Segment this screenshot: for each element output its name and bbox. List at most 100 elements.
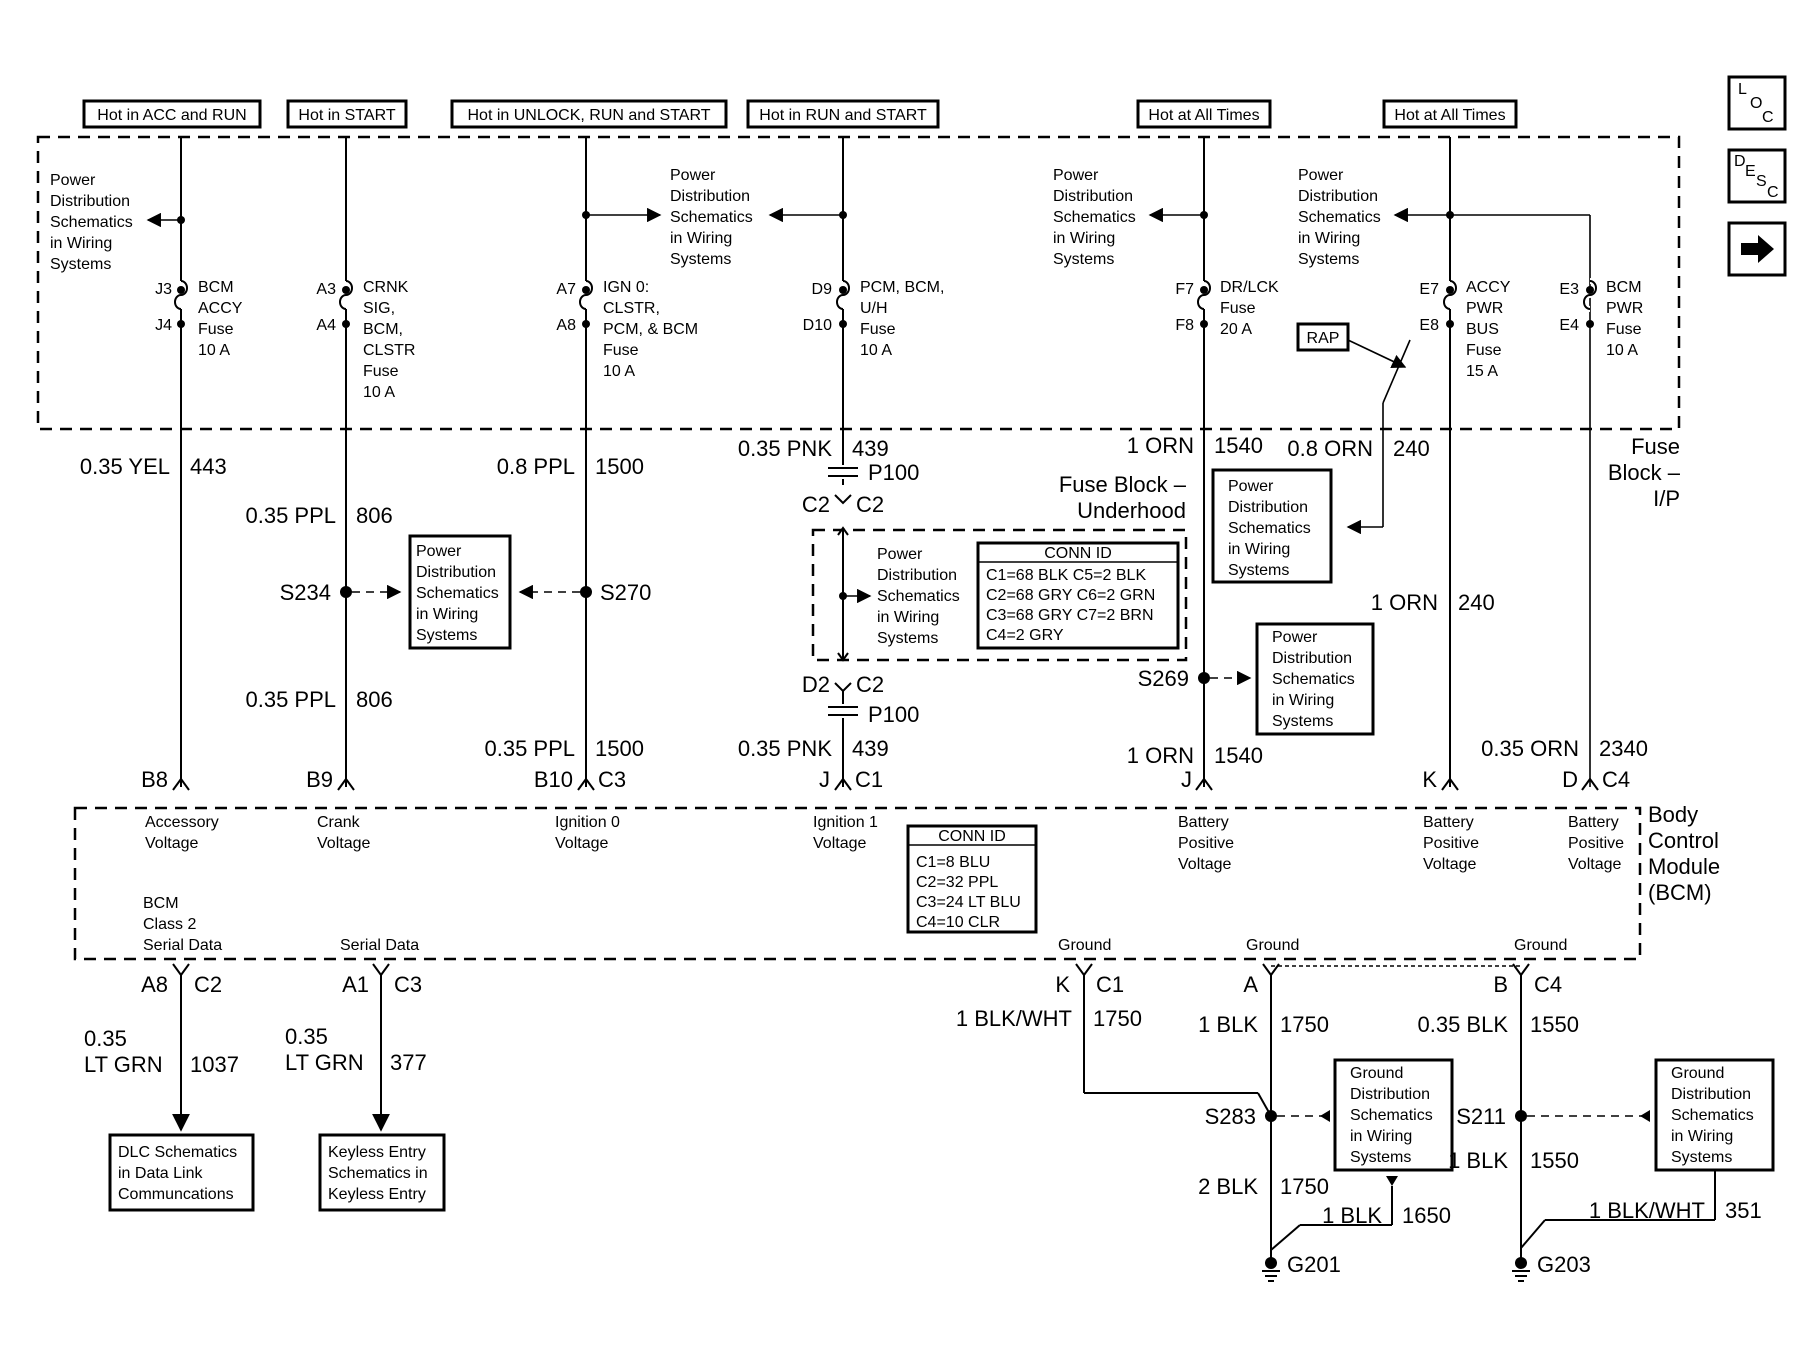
conn-id-table-underhood: CONN ID C1=68 BLK C5=2 BLK C2=68 GRY C6=… — [976, 541, 1180, 650]
svg-text:C3=24 LT BLU: C3=24 LT BLU — [916, 894, 1021, 911]
svg-text:Fuse: Fuse — [363, 363, 399, 380]
svg-text:2340: 2340 — [1599, 736, 1648, 761]
svg-text:Distribution: Distribution — [670, 188, 750, 205]
fuse-block-underhood-outline — [811, 528, 1188, 662]
keyless-entry-link-box[interactable]: Keyless Entry Schematics in Keyless Entr… — [318, 1133, 446, 1212]
loc-button[interactable]: L O C — [1727, 75, 1787, 131]
svg-text:CONN ID: CONN ID — [1044, 545, 1112, 562]
svg-text:443: 443 — [190, 454, 227, 479]
svg-text:CLSTR,: CLSTR, — [603, 300, 660, 317]
svg-text:1 ORN: 1 ORN — [1127, 433, 1194, 458]
svg-text:Crank: Crank — [317, 814, 361, 831]
svg-text:Body: Body — [1648, 802, 1698, 827]
svg-text:Ground: Ground — [1350, 1065, 1403, 1082]
dlc-link-box[interactable]: DLC Schematics in Data Link Communcation… — [108, 1133, 255, 1212]
svg-text:F8: F8 — [1175, 317, 1194, 334]
svg-text:A8: A8 — [141, 972, 168, 997]
svg-text:Distribution: Distribution — [1671, 1086, 1751, 1103]
svg-text:Ground: Ground — [1058, 937, 1111, 954]
circuit-1037: A8 C2 0.35 LT GRN 1037 — [84, 963, 239, 1132]
svg-text:1 BLK/WHT: 1 BLK/WHT — [956, 1006, 1072, 1031]
svg-text:(BCM): (BCM) — [1648, 880, 1712, 905]
conn-id-table-bcm: CONN ID C1=8 BLU C2=32 PPL C3=24 LT BLU … — [906, 824, 1038, 934]
svg-text:P100: P100 — [868, 460, 919, 485]
svg-text:Voltage: Voltage — [813, 835, 866, 852]
svg-text:B: B — [1493, 972, 1508, 997]
svg-text:in Data Link: in Data Link — [118, 1165, 203, 1182]
svg-text:439: 439 — [852, 736, 889, 761]
svg-text:in Wiring: in Wiring — [1228, 541, 1290, 558]
svg-text:C: C — [1767, 184, 1779, 201]
svg-text:J: J — [819, 767, 830, 792]
svg-text:Power: Power — [670, 167, 716, 184]
circuit-2340: E3 E4 BCM PWR Fuse 10 A 0.35 ORN 2340 — [1481, 278, 1648, 791]
svg-text:377: 377 — [390, 1050, 427, 1075]
svg-text:CONN ID: CONN ID — [938, 828, 1006, 845]
svg-text:Systems: Systems — [1671, 1149, 1732, 1166]
svg-text:1750: 1750 — [1280, 1174, 1329, 1199]
svg-text:B8: B8 — [141, 767, 168, 792]
rap-button[interactable]: RAP — [1296, 322, 1407, 368]
svg-text:P100: P100 — [868, 702, 919, 727]
splice-s270: S270 — [518, 580, 651, 605]
svg-text:0.8 PPL: 0.8 PPL — [497, 454, 575, 479]
svg-text:1 ORN: 1 ORN — [1371, 590, 1438, 615]
svg-text:BCM: BCM — [143, 895, 179, 912]
next-button[interactable] — [1727, 221, 1787, 277]
svg-text:BCM: BCM — [1606, 279, 1642, 296]
svg-text:Ignition 1: Ignition 1 — [813, 814, 878, 831]
svg-text:Schematics: Schematics — [1671, 1107, 1754, 1124]
svg-text:Systems: Systems — [1272, 713, 1333, 730]
svg-text:Block –: Block – — [1608, 460, 1681, 485]
svg-text:C4=10 CLR: C4=10 CLR — [916, 914, 1000, 931]
header-hot-at-all-times-2: Hot at All Times — [1382, 99, 1518, 129]
svg-text:LT GRN: LT GRN — [84, 1052, 163, 1077]
svg-text:Voltage: Voltage — [1178, 856, 1231, 873]
svg-text:J3: J3 — [155, 281, 172, 298]
svg-text:G201: G201 — [1287, 1252, 1341, 1277]
svg-text:Fuse: Fuse — [1466, 342, 1502, 359]
svg-text:439: 439 — [852, 436, 889, 461]
svg-text:C1: C1 — [1096, 972, 1124, 997]
svg-text:S211: S211 — [1456, 1104, 1506, 1129]
svg-text:E7: E7 — [1419, 281, 1439, 298]
svg-text:B9: B9 — [306, 767, 333, 792]
splice-s269: S269 — [1138, 666, 1252, 691]
desc-button[interactable]: D E S C — [1727, 148, 1787, 204]
svg-text:1037: 1037 — [190, 1052, 239, 1077]
svg-text:in Wiring: in Wiring — [1298, 230, 1360, 247]
svg-text:2 BLK: 2 BLK — [1198, 1174, 1258, 1199]
svg-text:C1=68 BLK C5=2 BLK: C1=68 BLK C5=2 BLK — [986, 567, 1146, 584]
svg-text:C2: C2 — [856, 492, 884, 517]
svg-text:Distribution: Distribution — [1053, 188, 1133, 205]
svg-text:0.35: 0.35 — [84, 1026, 127, 1051]
svg-text:Distribution: Distribution — [416, 564, 496, 581]
svg-text:E4: E4 — [1559, 317, 1579, 334]
svg-text:Ignition 0: Ignition 0 — [555, 814, 620, 831]
header-hot-in-start: Hot in START — [286, 99, 408, 129]
svg-text:PCM, BCM,: PCM, BCM, — [860, 279, 944, 296]
svg-text:1540: 1540 — [1214, 433, 1263, 458]
circuit-377: A1 C3 0.35 LT GRN 377 — [285, 963, 427, 1132]
circuit-240: E7 E8 ACCY PWR BUS Fuse 15 A 0.8 ORN 240… — [1287, 137, 1591, 791]
svg-text:0.35 YEL: 0.35 YEL — [80, 454, 170, 479]
pds-box-240: Power Distribution Schematics in Wiring … — [1211, 468, 1333, 584]
svg-text:K: K — [1422, 767, 1437, 792]
svg-text:A7: A7 — [556, 281, 576, 298]
svg-text:Hot in RUN and START: Hot in RUN and START — [759, 107, 927, 124]
svg-text:C: C — [1762, 109, 1774, 126]
svg-text:Keyless Entry: Keyless Entry — [328, 1144, 426, 1161]
fuse-block-underhood-label: Fuse Block – Underhood — [1059, 472, 1187, 523]
svg-text:BCM: BCM — [198, 279, 234, 296]
fuse-block-ip-label: Fuse Block – I/P — [1608, 434, 1681, 511]
svg-text:Hot in START: Hot in START — [298, 107, 395, 124]
svg-text:ACCY: ACCY — [198, 300, 243, 317]
pds-note-6: Power Distribution Schematics in Wiring … — [1298, 167, 1381, 268]
svg-text:ACCY: ACCY — [1466, 279, 1511, 296]
pds-box-2: Power Distribution Schematics in Wiring … — [408, 534, 512, 650]
svg-text:1540: 1540 — [1214, 743, 1263, 768]
svg-text:E8: E8 — [1419, 317, 1439, 334]
svg-text:20 A: 20 A — [1220, 321, 1252, 338]
svg-text:C1: C1 — [855, 767, 883, 792]
ground-g203: G203 — [1512, 1252, 1591, 1282]
